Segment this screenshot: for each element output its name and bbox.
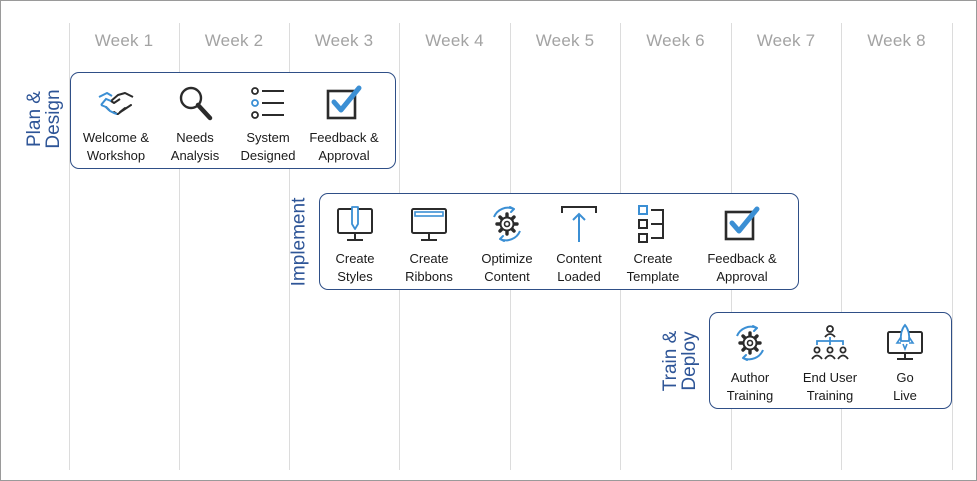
phase-box-implement <box>319 193 799 290</box>
step-label-line: Optimize <box>481 251 533 266</box>
week-divider <box>841 23 842 470</box>
step-label-line: Approval <box>716 268 768 284</box>
phase-label-line: Design <box>43 89 64 149</box>
checkbox-icon <box>298 83 390 123</box>
step-label-line: End User <box>802 370 858 385</box>
phase-label-line: Train & <box>660 330 681 392</box>
monitor-pencil-icon <box>309 204 401 244</box>
week-header: Week 1 <box>94 31 154 50</box>
phase-label-line: Implement <box>288 197 310 287</box>
week-header: Week 5 <box>535 31 595 50</box>
week-header: Week 3 <box>314 31 374 50</box>
step-label-line: Ribbons <box>405 268 453 284</box>
step-label-line: Styles <box>337 268 373 284</box>
step-label-line: Live <box>893 387 917 403</box>
step-label-line: Create <box>633 251 673 266</box>
monitor-rocket-icon <box>859 323 951 363</box>
upload-arrow-icon <box>533 204 625 244</box>
step-label-line: Designed <box>240 147 296 163</box>
phase-box-train-deploy <box>709 312 952 409</box>
step-label-line: Workshop <box>86 147 146 163</box>
phase-label-line: Deploy <box>679 331 700 391</box>
milestone-step: Welcome & Workshop <box>70 83 162 164</box>
step-label-line: Training <box>806 387 854 403</box>
gear-cycle-icon <box>461 204 553 244</box>
phase-box-plan-design <box>70 72 396 169</box>
step-label-line: Content <box>484 268 530 284</box>
step-label-line: Create <box>335 251 375 266</box>
phase-label: Implement <box>288 197 310 287</box>
step-label: Feedback & Approval <box>696 250 788 285</box>
week-header: Week 2 <box>204 31 264 50</box>
step-label-line: Create <box>409 251 449 266</box>
step-label-line: Go <box>896 370 914 385</box>
week-header: Week 4 <box>425 31 484 50</box>
step-label-line: Needs <box>176 130 214 145</box>
phase-label: Train &Deploy <box>660 330 700 392</box>
step-label-line: Training <box>726 387 774 403</box>
week-divider <box>179 23 180 470</box>
week-header: Week 8 <box>867 31 926 50</box>
phase-label-line: Plan & <box>24 91 45 147</box>
week-header: Week 7 <box>756 31 816 50</box>
week-divider <box>69 23 70 470</box>
step-label-line: Template <box>626 268 680 284</box>
step-label-line: Author <box>730 370 770 385</box>
step-label-line: Loaded <box>557 268 601 284</box>
week-divider <box>952 23 953 470</box>
step-label-line: Analysis <box>170 147 220 163</box>
week-divider <box>289 23 290 470</box>
milestone-step: Feedback & Approval <box>298 83 390 164</box>
monitor-ribbon-icon <box>383 204 475 244</box>
milestone-step: Feedback & Approval <box>696 204 788 285</box>
checkbox-icon <box>696 204 788 244</box>
step-label-line: Welcome & <box>82 130 150 145</box>
org-chart-icon <box>784 323 876 363</box>
handshake-icon <box>70 83 162 123</box>
template-icon <box>607 204 699 244</box>
step-label-line: Feedback & <box>309 130 379 145</box>
step-label-line: Content <box>556 251 602 266</box>
week-header: Week 6 <box>646 31 705 50</box>
magnifier-icon <box>149 83 241 123</box>
step-label: Welcome & Workshop <box>70 129 162 164</box>
step-label-line: Feedback & <box>707 251 777 266</box>
phase-label: Plan &Design <box>24 89 64 149</box>
step-label: Feedback & Approval <box>298 129 390 164</box>
gear-cycle-icon <box>704 323 796 363</box>
step-label-line: System <box>246 130 290 145</box>
step-label-line: Approval <box>318 147 370 163</box>
checklist-icon <box>222 83 314 123</box>
